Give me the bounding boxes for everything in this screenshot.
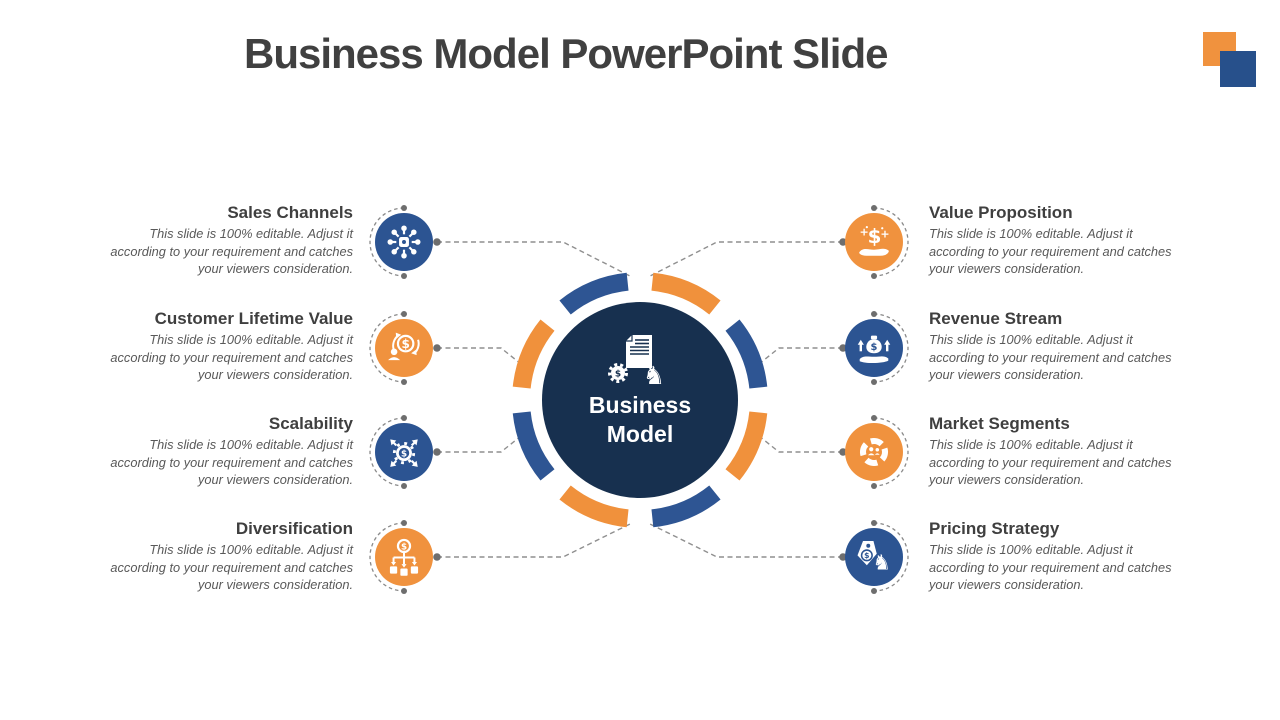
item-title: Scalability (268, 414, 353, 433)
slide-title: Business Model PowerPoint Slide (244, 30, 888, 77)
svg-text:$: $ (615, 370, 621, 380)
svg-text:$: $ (871, 342, 878, 353)
item-diversification: Diversification This slide is 100% edita… (101, 519, 353, 594)
center-label-line2: Model (606, 420, 674, 447)
sales-channels-circle (375, 213, 433, 271)
center-label: Business Model (530, 391, 750, 448)
customer-lifetime-value-circle: $ (375, 319, 433, 377)
center-circle (542, 302, 738, 498)
item-revenue-stream: Revenue Stream This slide is 100% editab… (929, 309, 1181, 384)
item-desc: This slide is 100% editable. Adjust it a… (929, 542, 1172, 592)
item-market-segments: Market Segments This slide is 100% edita… (929, 414, 1181, 489)
item-desc: This slide is 100% editable. Adjust it a… (929, 332, 1172, 382)
diversification-circle: $ (375, 528, 433, 586)
item-title: Market Segments (929, 414, 1070, 433)
svg-text:$: $ (401, 542, 407, 552)
customer-dollar-cycle-icon: $ (388, 332, 420, 361)
gear-dollar-expand-arrows-icon: $ (390, 439, 418, 467)
item-title: Customer Lifetime Value (154, 309, 353, 328)
segmented-donut-people-icon (859, 437, 889, 467)
svg-text:♞: ♞ (872, 551, 891, 575)
corner-accent-blue-square (1220, 51, 1256, 87)
svg-text:$: $ (401, 337, 409, 351)
item-title: Diversification (235, 519, 353, 538)
item-desc: This slide is 100% editable. Adjust it a… (929, 226, 1172, 276)
value-proposition-circle: $ + + (845, 213, 903, 271)
connector-lines (437, 241, 843, 558)
svg-text:$: $ (401, 449, 407, 459)
item-desc: This slide is 100% editable. Adjust it a… (110, 226, 353, 276)
svg-text:$: $ (864, 551, 869, 560)
item-title: Sales Channels (227, 203, 353, 222)
connector-dots (433, 238, 847, 561)
market-segments-circle (845, 423, 903, 481)
item-title: Value Proposition (929, 203, 1073, 222)
pricing-strategy-circle: $ ♞ (845, 528, 903, 586)
item-desc: This slide is 100% editable. Adjust it a… (929, 437, 1172, 487)
center-label-line1: Business (588, 392, 692, 418)
item-value-proposition: Value Proposition This slide is 100% edi… (929, 203, 1181, 278)
hand-moneybag-arrows-icon: $ (857, 335, 891, 364)
svg-text:+: + (880, 228, 889, 241)
distribution-network-hub-icon (387, 225, 421, 259)
business-model-icon: $ ♞ (608, 335, 665, 390)
icon-dashed-arcs (369, 207, 909, 592)
price-tag-chess-knight-icon: $ ♞ (857, 541, 891, 575)
svg-text:♞: ♞ (643, 361, 665, 390)
item-title: Revenue Stream (929, 309, 1063, 328)
item-title: Pricing Strategy (929, 519, 1060, 538)
scalability-circle: $ (375, 423, 433, 481)
item-customer-lifetime-value: Customer Lifetime Value This slide is 10… (101, 309, 353, 384)
hand-dollar-sparkle-icon: $ + + (859, 225, 890, 256)
svg-text:+: + (859, 225, 868, 238)
arc-end-dots (401, 205, 877, 594)
item-desc: This slide is 100% editable. Adjust it a… (110, 542, 353, 592)
item-desc: This slide is 100% editable. Adjust it a… (110, 332, 353, 382)
revenue-stream-circle: $ (845, 319, 903, 377)
svg-text:$: $ (868, 225, 882, 248)
dollar-branching-boxes-icon: $ (389, 538, 419, 576)
segmented-ring (512, 272, 768, 528)
item-desc: This slide is 100% editable. Adjust it a… (110, 437, 353, 487)
item-pricing-strategy: Pricing Strategy This slide is 100% edit… (929, 519, 1181, 594)
item-sales-channels: Sales Channels This slide is 100% editab… (101, 203, 353, 278)
item-scalability: Scalability This slide is 100% editable.… (101, 414, 353, 489)
